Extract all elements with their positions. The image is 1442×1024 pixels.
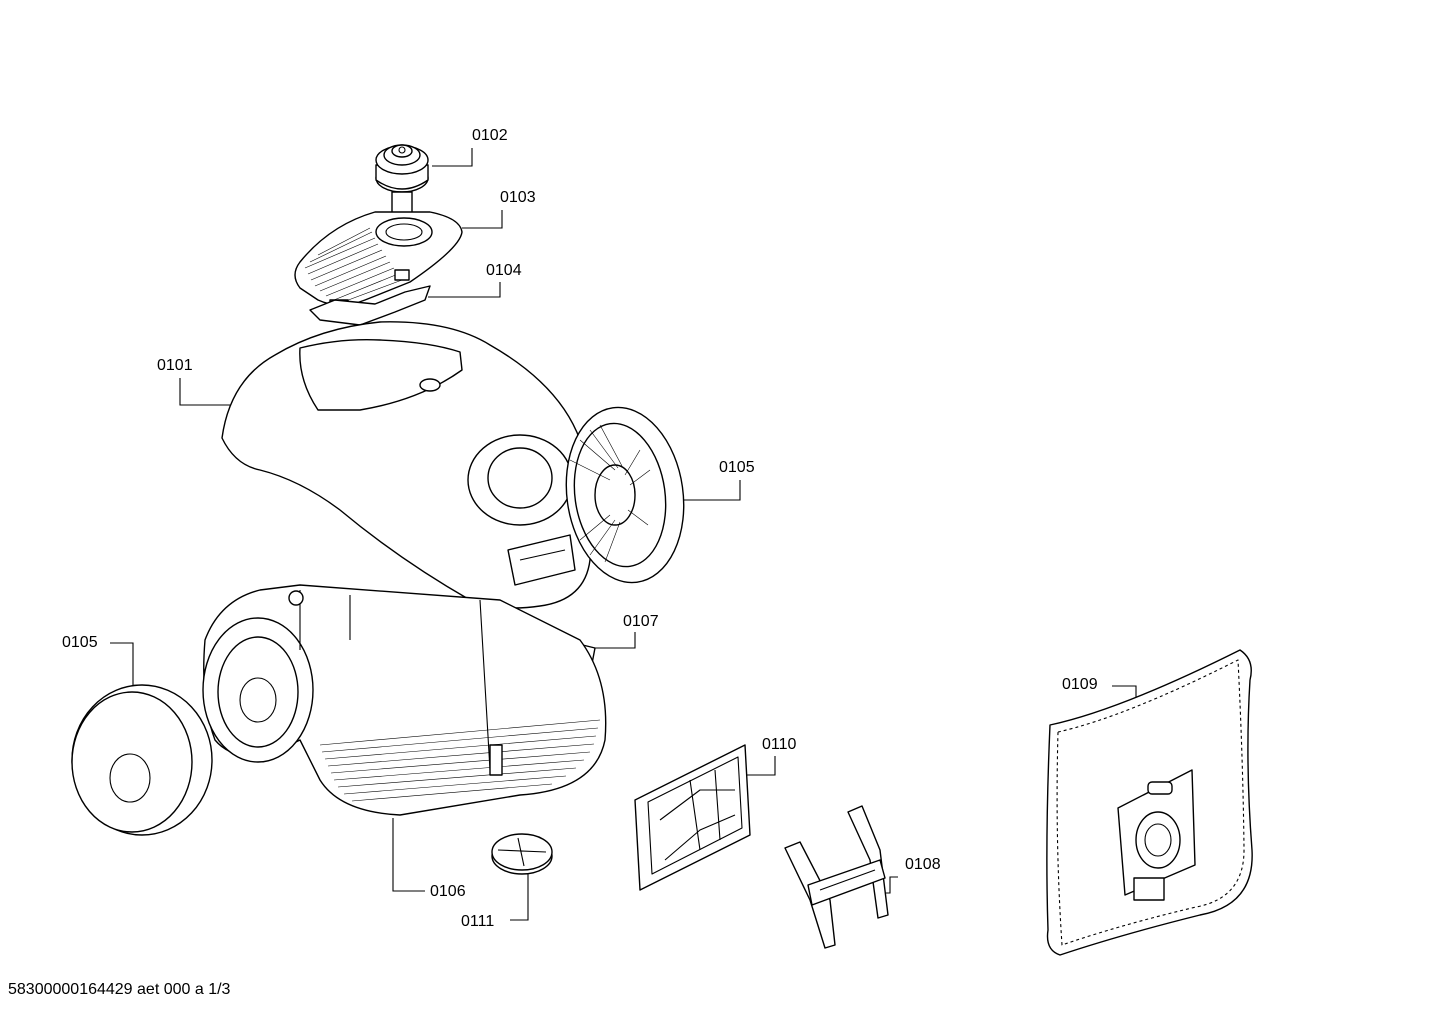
leader-0103 xyxy=(462,210,503,229)
leader-0107 xyxy=(590,632,636,649)
document-id-footer: 58300000164429 aet 000 a 1/3 xyxy=(8,981,231,998)
callout-0103: 0103 xyxy=(500,189,536,206)
leader-0111 xyxy=(510,870,529,921)
callout-0109: 0109 xyxy=(1062,676,1098,693)
leader-0105a xyxy=(110,642,134,688)
leader-0106 xyxy=(392,818,425,892)
callout-0108: 0108 xyxy=(905,856,941,873)
callout-0101: 0101 xyxy=(157,357,193,374)
callout-0106: 0106 xyxy=(430,883,466,900)
leader-0110 xyxy=(744,756,776,776)
part-0111-cap xyxy=(491,833,553,875)
callout-0107: 0107 xyxy=(623,613,659,630)
callout-0110: 0110 xyxy=(762,736,797,753)
leader-0104 xyxy=(428,282,501,298)
callout-0104: 0104 xyxy=(486,262,522,279)
leader-0102 xyxy=(432,148,473,167)
part-0103-filter-grille xyxy=(294,211,463,311)
callout-0111: 0111 xyxy=(461,913,495,930)
leader-0109 xyxy=(1112,685,1137,697)
part-0105-wheel-right xyxy=(565,406,685,584)
part-0102-knob xyxy=(375,144,429,242)
part-0105-wheel-left xyxy=(71,684,213,836)
leader-0105b xyxy=(683,480,741,501)
part-0110-motor-grille xyxy=(634,744,751,891)
part-0108-holder xyxy=(784,805,889,949)
callout-0105-right: 0105 xyxy=(719,459,755,476)
part-0109-dust-bag xyxy=(1046,649,1253,956)
callout-0102: 0102 xyxy=(472,127,508,144)
part-0106-lower-housing xyxy=(202,584,607,816)
part-0104-filter-mat xyxy=(309,285,431,326)
leader-0101 xyxy=(179,378,235,406)
part-0101-upper-housing xyxy=(221,321,592,609)
callout-0105-left: 0105 xyxy=(62,634,98,651)
